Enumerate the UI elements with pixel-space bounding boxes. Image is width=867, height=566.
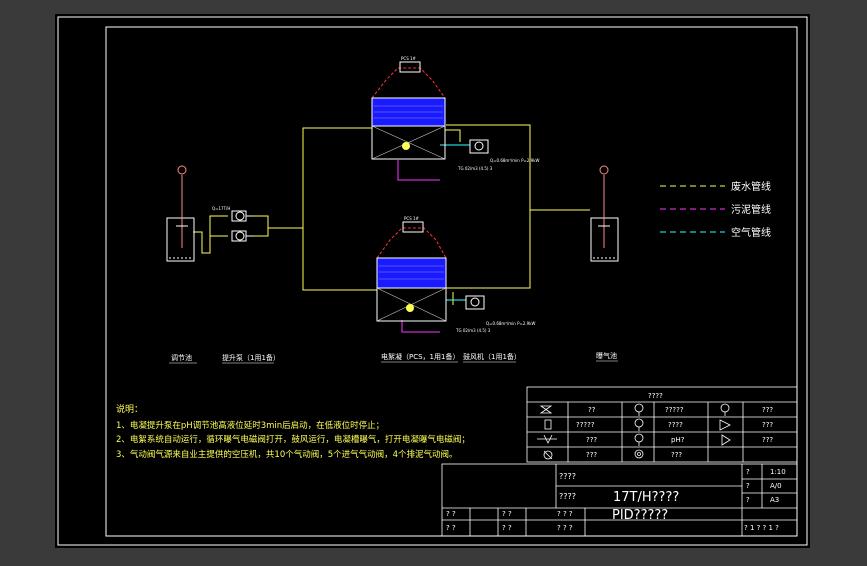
electrolyzer-upper (371, 61, 446, 160)
drawing-subtitle: PID????? (612, 508, 668, 523)
rev-value: A/0 (770, 482, 782, 490)
outer-frame (57, 16, 808, 546)
sym-r3c3: ??? (762, 436, 773, 444)
tb-cell-1: ? ? (446, 510, 456, 518)
right-tank (590, 165, 619, 262)
filter-icon (721, 434, 731, 446)
inst-spec-upper: TG 02/m3 (4.5) 3 (457, 166, 493, 171)
gate-valve-icon (539, 405, 553, 414)
rev-label: ? (746, 482, 750, 490)
blower-spec-lower: Q=0.68m³/min P=2.9kW (486, 321, 536, 326)
sym-r3c1: ??? (586, 436, 597, 444)
legend-wastewater: 废水管线 (731, 180, 771, 193)
size-value: A3 (770, 496, 779, 504)
tb-cell-5: ? ? ? (557, 524, 573, 532)
title-block (441, 463, 798, 537)
note-line-1: 1、电凝提升泵在pH调节池高液位延时3min后启动，在低液位时停止； (116, 420, 384, 431)
pump-spec: Q=17T/H (212, 206, 230, 211)
symbol-table (526, 386, 798, 463)
sym-r4c1: ??? (586, 451, 597, 459)
pump-2 (231, 230, 254, 242)
label-blower: 鼓风机（1用1备） (463, 352, 521, 361)
sym-r1c1: ?? (588, 406, 596, 414)
sym-r2c3: ??? (762, 421, 773, 429)
tb-cell-3: ? ? (502, 510, 512, 518)
line-legend: 废水管线 污泥管线 空气管线 (660, 180, 771, 239)
level-switch-icon (720, 403, 730, 416)
sym-r1c2: ????? (665, 406, 684, 414)
note-line-3: 3、气动阀气源来自业主提供的空压机，共10个气动阀，5个进气气动阀，4个排泥气动… (116, 449, 458, 460)
sym-r3c2: pH? (671, 436, 685, 444)
pump-1 (231, 210, 254, 222)
pressure-gauge-icon (634, 403, 644, 416)
instrument-circle-icon (634, 449, 644, 459)
note-line-2: 2、电絮系统自动运行，循环曝气电磁阀打开，鼓风运行，电凝槽曝气，打开电凝曝气电磁… (116, 434, 470, 445)
scale-value: 1:10 (770, 468, 786, 476)
sym-r2c1: ????? (576, 421, 595, 429)
scale-label: ? (746, 468, 750, 476)
pipe-fitting-icon (537, 434, 557, 444)
wastewater-pipes (193, 124, 590, 305)
drawing-title: 17T/H???? (613, 490, 679, 505)
symbol-table-title: ???? (648, 392, 663, 400)
legend-air: 空气管线 (731, 226, 771, 239)
tb-cell-4: ? ? (502, 524, 512, 532)
flow-meter-icon (634, 418, 644, 431)
sheet-number: ? 1 ? ? 1 ? (744, 524, 779, 532)
legend-sludge: 污泥管线 (731, 203, 771, 216)
blower-lower (465, 295, 485, 310)
label-pump: 提升泵（1用1备） (222, 353, 280, 362)
sludge-pipes (397, 160, 440, 333)
blower-upper (469, 139, 489, 154)
sym-r1c3: ??? (762, 406, 773, 414)
title-cell-a: ???? (559, 472, 576, 481)
rectangle-instrument-icon (544, 419, 552, 430)
left-tank (166, 165, 195, 262)
size-label: ? (746, 496, 750, 504)
tb-cell-2: ? ? (446, 524, 456, 532)
electrolyzer-lower (376, 221, 447, 322)
diaphragm-valve-icon (543, 450, 553, 460)
inst-spec-lower: TG 02/m3 (4.5) 3 (455, 328, 491, 333)
label-electrolyzer: 电絮凝（PCS，1用1备） (381, 352, 459, 361)
label-left-tank: 调节池 (171, 353, 192, 362)
tag-upper: PCS 1# (401, 56, 417, 61)
tb-cell-6: ? ? ? (557, 510, 573, 518)
tag-lower: PCS 1# (404, 216, 420, 221)
blower-spec-upper: Q=0.68m³/min P=2.9kW (490, 158, 540, 163)
notes-block: 说明： 1、电凝提升泵在pH调节池高液位延时3min后启动，在低液位时停止； 2… (116, 403, 470, 460)
sym-r4c2: ??? (671, 451, 682, 459)
label-right-tank: 曝气池 (596, 351, 617, 360)
title-cell-b: ???? (559, 492, 576, 501)
sym-r2c2: ???? (668, 421, 683, 429)
check-valve-icon (719, 419, 731, 431)
ph-meter-icon (634, 433, 644, 446)
notes-title: 说明： (116, 403, 143, 415)
